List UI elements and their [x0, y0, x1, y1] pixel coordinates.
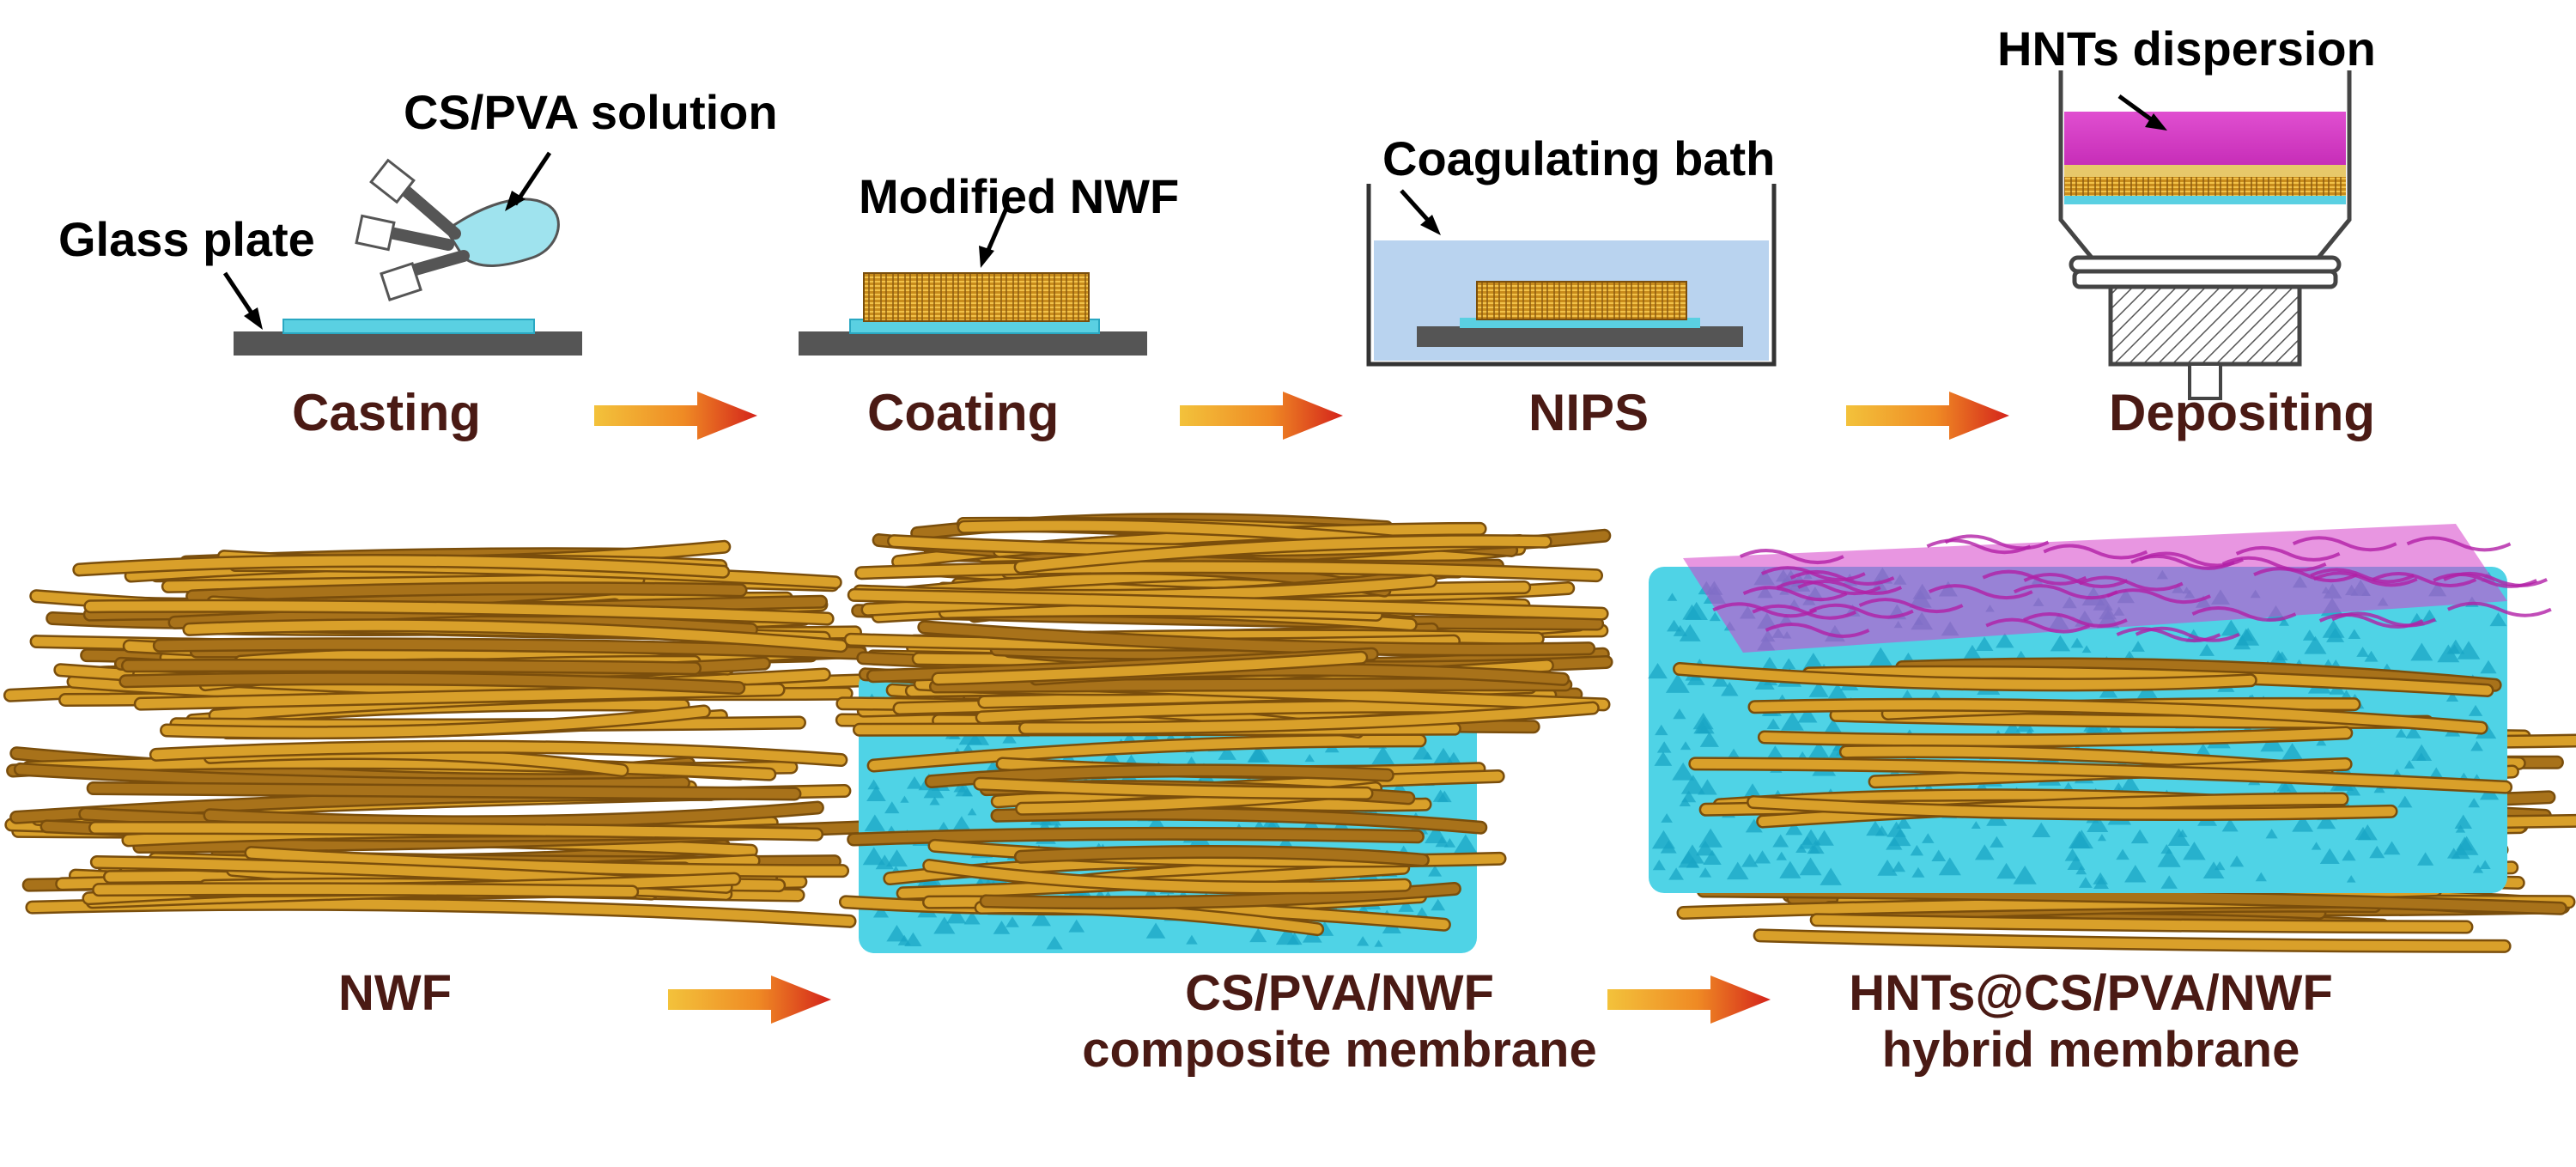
caption-composite-membrane: CS/PVA/NWF composite membrane: [1082, 965, 1597, 1079]
nwf-fiber-block: [3, 539, 881, 928]
bottom-process-arrows: [668, 976, 1771, 1024]
caption-hybrid-line1: HNTs@CS/PVA/NWF: [1849, 965, 2333, 1021]
composite-top-fibers: [835, 513, 1613, 738]
caption-nwf-line1: NWF: [337, 965, 453, 1021]
pouring-flask-icon: [355, 158, 560, 301]
cast-solution-film: [283, 319, 535, 334]
nips-nwf-block: [1476, 281, 1687, 320]
coating-illustration: [799, 204, 1147, 356]
casting-illustration: [222, 151, 582, 356]
arrow-composite-to-hybrid: [1607, 976, 1771, 1024]
coating-glass-plate: [799, 331, 1147, 356]
nwf-fibers: [3, 539, 881, 928]
label-hnts-dispersion: HNTs dispersion: [1997, 21, 2376, 76]
caption-nwf: NWF: [283, 965, 507, 1022]
hybrid-hnts-layer: [1683, 524, 2552, 653]
modified-nwf-block: [863, 272, 1090, 322]
caption-composite-line1: CS/PVA/NWF: [1185, 965, 1494, 1021]
label-modified-nwf: Modified NWF: [859, 169, 1180, 223]
glass-plate: [234, 331, 582, 356]
arrow-nips-to-depositing: [1846, 392, 2009, 440]
label-cs-pva-solution: CS/PVA solution: [404, 85, 778, 139]
bath-container: [1366, 184, 1777, 367]
caption-hybrid-membrane: HNTs@CS/PVA/NWF hybrid membrane: [1812, 965, 2370, 1079]
hybrid-membrane-block: [1648, 524, 2576, 953]
nips-illustration: [1366, 184, 1777, 367]
step-coating: Coating: [867, 384, 1060, 441]
step-nips: NIPS: [1528, 384, 1649, 441]
hnts-dispersion-layer: [2064, 112, 2346, 165]
label-coagulating-bath: Coagulating bath: [1382, 131, 1776, 185]
arrow-casting-to-coating: [594, 392, 757, 440]
step-casting: Casting: [292, 384, 482, 441]
pointer-modified-nwf: [983, 204, 1011, 257]
top-process-arrows: [594, 392, 2009, 440]
composite-membrane-block: [835, 513, 1613, 953]
pointer-solution: [513, 151, 552, 206]
arrow-coating-to-nips: [1180, 392, 1343, 440]
caption-composite-line2: composite membrane: [1082, 1022, 1597, 1078]
caption-hybrid-line2: hybrid membrane: [1881, 1022, 2300, 1078]
depositing-illustration: [2058, 70, 2352, 400]
arrow-nwf-to-composite: [668, 976, 831, 1024]
hybrid-embedded-fibers: [1673, 657, 2513, 829]
label-glass-plate: Glass plate: [58, 212, 315, 266]
filter-base-hatched: [2108, 284, 2302, 367]
step-depositing: Depositing: [2109, 384, 2375, 441]
